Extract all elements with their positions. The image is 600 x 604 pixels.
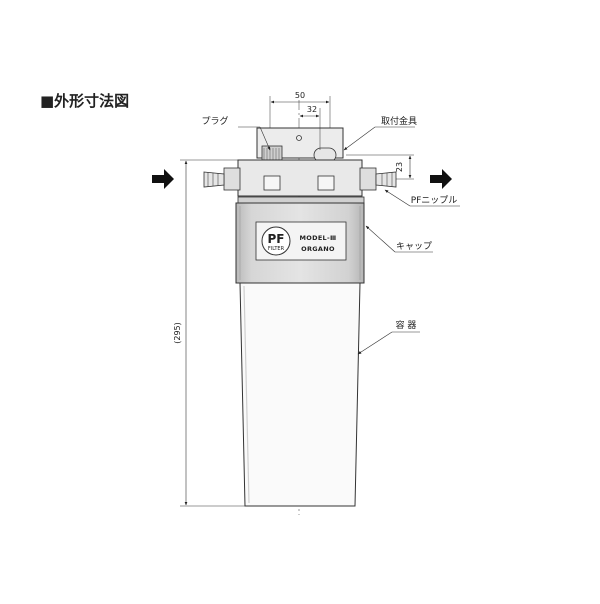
- page-title: ■外形寸法図: [40, 92, 129, 110]
- label-container: 容 器: [396, 319, 417, 331]
- label-nipple: PFニップル: [411, 195, 458, 206]
- nameplate-brand-sub: FILTER: [268, 246, 285, 252]
- nameplate-maker: ORGANO: [301, 245, 335, 253]
- dimension-nipple-height: 23: [395, 162, 404, 172]
- filter-head: [237, 159, 363, 197]
- container-body: [239, 282, 361, 507]
- label-plug: プラグ: [201, 115, 228, 127]
- outlet-arrow-icon: [430, 169, 452, 189]
- outlet-nipple: [359, 167, 397, 191]
- nameplate-model: MODEL-Ⅲ: [300, 234, 337, 242]
- dimension-overall-height: (295): [173, 322, 182, 344]
- inlet-arrow-icon: [152, 169, 174, 189]
- dimension-inner-width: 32: [307, 105, 317, 114]
- nameplate-brand: PF: [268, 232, 285, 246]
- pf-logo-icon: [261, 226, 291, 256]
- dimension-top-width: 50: [295, 91, 305, 100]
- cap-rim: [237, 196, 365, 204]
- nameplate: PF FILTER MODEL-Ⅲ ORGANO: [255, 221, 347, 261]
- label-bracket: 取付金具: [381, 115, 417, 127]
- bracket-hole-icon: [296, 135, 302, 141]
- inlet-nipple: [203, 167, 241, 191]
- label-cap: キャップ: [396, 241, 432, 252]
